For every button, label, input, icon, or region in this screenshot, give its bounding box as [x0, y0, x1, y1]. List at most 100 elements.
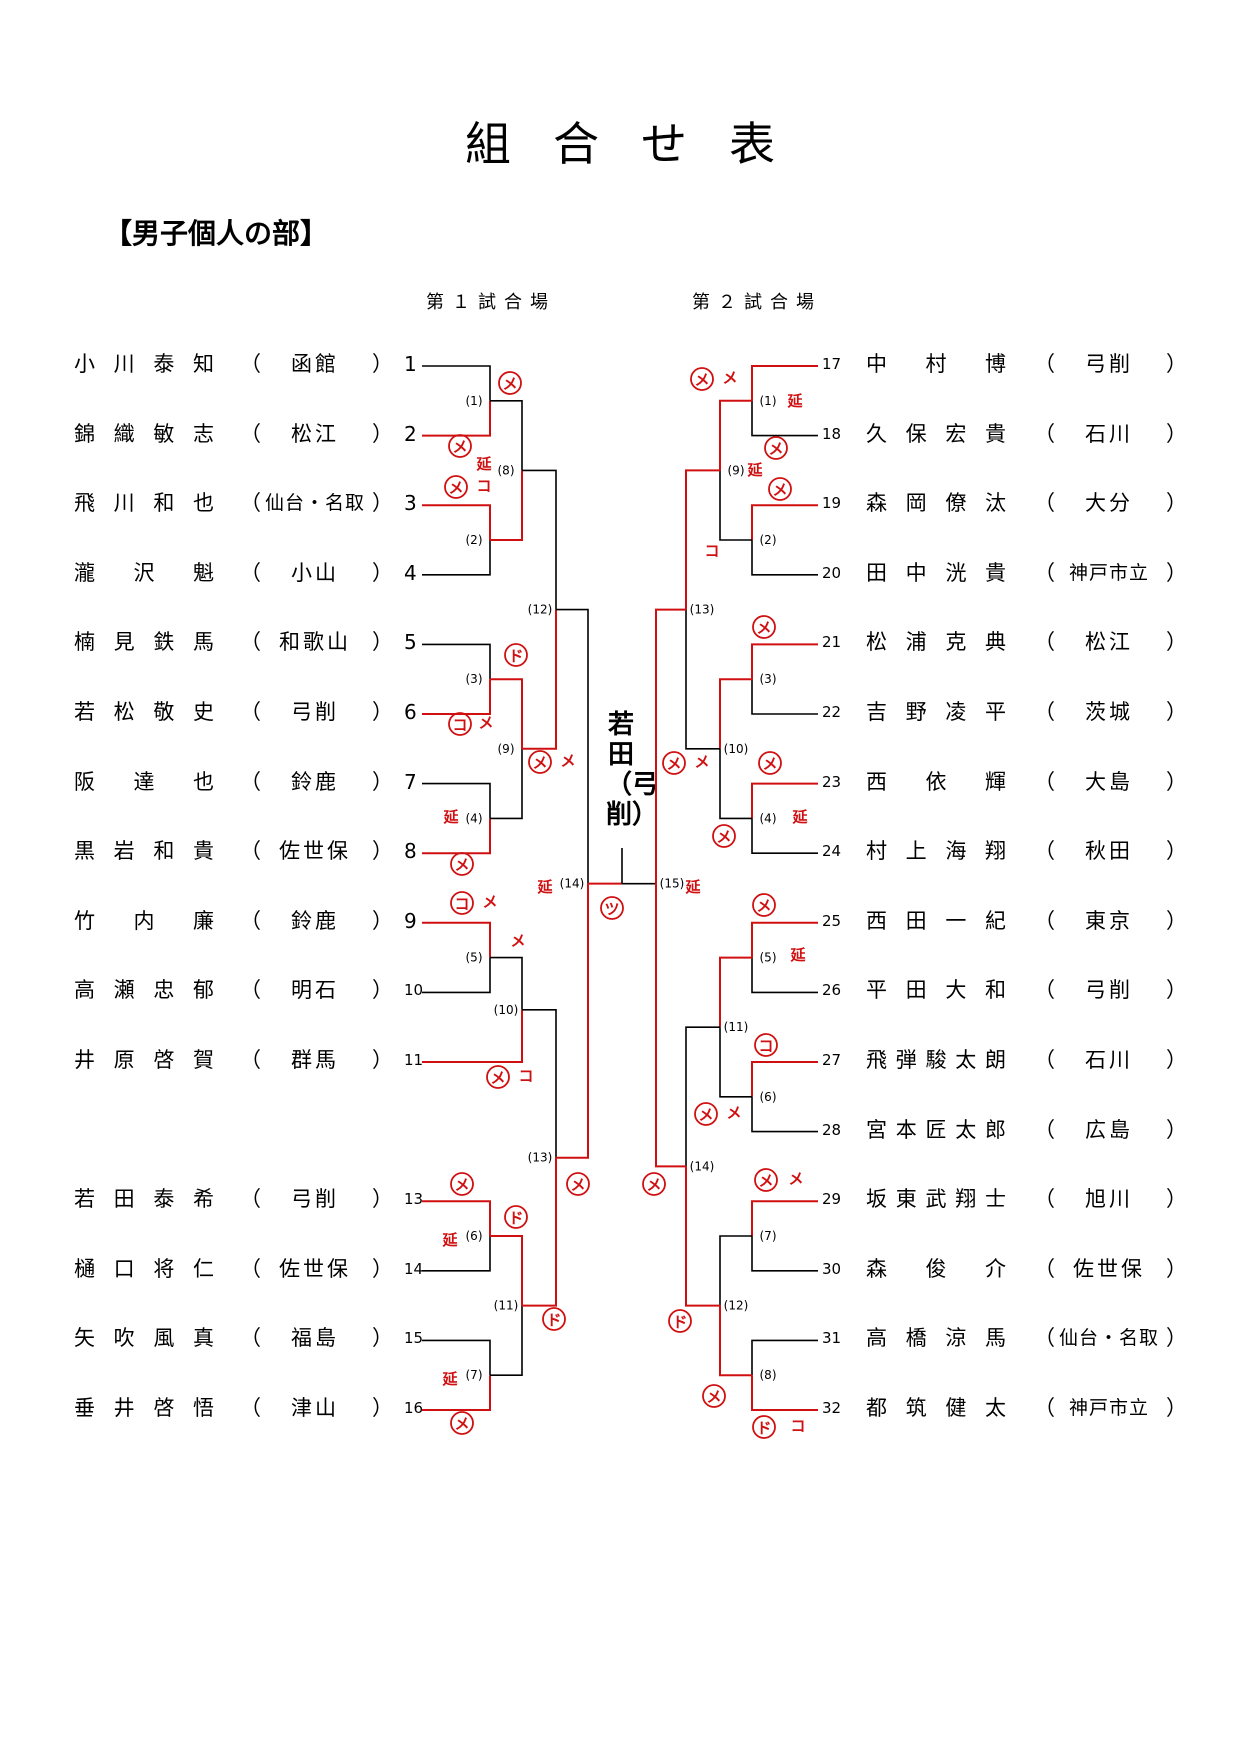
player-name: 吉野凌平 [866, 700, 1006, 724]
bracket-line [751, 643, 818, 680]
player-name: 小川泰知 [74, 352, 214, 376]
match-number: (2) [466, 533, 483, 547]
page-title: 組合せ表 [465, 117, 817, 171]
score-mark: 延 [791, 808, 808, 826]
club-name: 福島 [291, 1326, 339, 1351]
score-mark: メ [482, 893, 497, 911]
paren-close: ） [1166, 700, 1187, 724]
paren-open: （ [240, 769, 261, 794]
bracket-line [751, 1236, 818, 1272]
club-name: 神戸市立 [1068, 1397, 1149, 1419]
score-mark-circle [758, 751, 782, 775]
match-number: (4) [760, 811, 777, 825]
score-mark-circled: メ [570, 1176, 585, 1194]
player-number: 27 [822, 1051, 842, 1069]
score-mark-circled: メ [454, 856, 469, 874]
bracket-line [422, 1375, 491, 1411]
score-mark-circle [754, 1168, 778, 1192]
club-name: 和歌山 [279, 630, 351, 655]
bracket-line [751, 679, 818, 715]
player-name: 矢吹風真 [74, 1326, 214, 1351]
score-mark-circle [768, 477, 792, 501]
score-mark: 延 [441, 1231, 458, 1249]
score-mark: メ [478, 714, 493, 732]
match-number: (6) [466, 1229, 483, 1243]
bracket-line [751, 921, 818, 958]
score-mark-circle [444, 475, 468, 499]
bracket-line [490, 470, 523, 541]
paren-open: （ [240, 700, 261, 724]
score-mark-circle [504, 1205, 528, 1229]
paren-open: （ [240, 421, 261, 446]
match-number: (5) [466, 951, 483, 965]
match-number: (9) [728, 463, 745, 477]
score-mark: 延 [441, 1370, 458, 1388]
player-name: 村上海翔 [866, 839, 1006, 864]
paren-open: （ [1034, 839, 1055, 864]
bracket-line [422, 1200, 491, 1236]
bracket-line [490, 1305, 523, 1376]
paren-open: （ [240, 1187, 261, 1212]
player-name: 田中洸貴 [866, 560, 1006, 585]
player-number: 26 [822, 981, 842, 1000]
player-name: 坂東武翔士 [866, 1187, 1006, 1212]
player-number: 20 [822, 563, 842, 582]
score-mark-circle [450, 852, 474, 876]
paren-close: ） [1166, 560, 1187, 585]
paren-close: ） [1166, 908, 1187, 933]
player-number: 8 [404, 839, 417, 864]
bracket-line [422, 1236, 491, 1272]
match-number: (1) [466, 394, 483, 408]
club-name: 弓削 [291, 1187, 339, 1212]
bracket-line [422, 1009, 523, 1063]
bracket-line [719, 748, 752, 820]
score-mark-circle [498, 371, 522, 395]
bracket-line [719, 678, 752, 749]
club-name: 秋田 [1085, 839, 1133, 864]
bracket-line [490, 748, 523, 820]
score-mark-circled: メ [698, 1106, 713, 1124]
player-number: 6 [404, 700, 417, 724]
paren-close: ） [1166, 1256, 1187, 1281]
player-number: 15 [404, 1329, 424, 1348]
score-mark: 延 [536, 878, 553, 896]
bracket-line [422, 540, 491, 576]
score-mark: 延 [684, 878, 701, 896]
player-name: 楠見鉄馬 [74, 630, 214, 655]
paren-open: （ [1034, 1187, 1055, 1212]
paren-close: ） [1166, 421, 1187, 446]
bracket-line [522, 469, 557, 610]
paren-close: ） [372, 1048, 393, 1072]
paren-open: （ [1034, 1256, 1055, 1281]
club-name: 神戸市立 [1068, 561, 1149, 584]
bracket-line [422, 504, 491, 540]
venue-1-label: 第１試合場 [426, 292, 556, 313]
paren-open: （ [1034, 352, 1055, 376]
score-mark-circle [764, 436, 788, 460]
score-mark-circled: メ [768, 440, 783, 458]
paren-close: ） [1166, 630, 1187, 655]
paren-open: （ [240, 839, 261, 864]
score-mark-circled: メ [454, 1415, 469, 1433]
player-name: 松浦克典 [866, 630, 1006, 655]
club-name: 広島 [1085, 1117, 1133, 1142]
player-number: 24 [822, 842, 842, 861]
player-number: 22 [822, 703, 842, 721]
paren-close: ） [372, 769, 393, 794]
bracket-line [751, 400, 818, 437]
match-number: (1) [760, 394, 777, 408]
bracket-line [490, 678, 523, 749]
score-mark-circle [450, 1172, 474, 1196]
bracket-line [751, 957, 818, 994]
bracket-line [422, 782, 491, 819]
bracket-line [685, 1026, 720, 1167]
player-name: 錦織敏志 [74, 421, 214, 446]
paren-close: ） [372, 491, 393, 516]
match-number: (13) [528, 1151, 553, 1165]
paren-open: （ [240, 1396, 261, 1420]
match-number: (11) [494, 1299, 519, 1313]
match-number: (12) [528, 603, 553, 617]
bracket-line [422, 400, 491, 437]
player-name: 高瀬忠郁 [74, 978, 214, 1003]
player-number: 11 [404, 1051, 424, 1069]
